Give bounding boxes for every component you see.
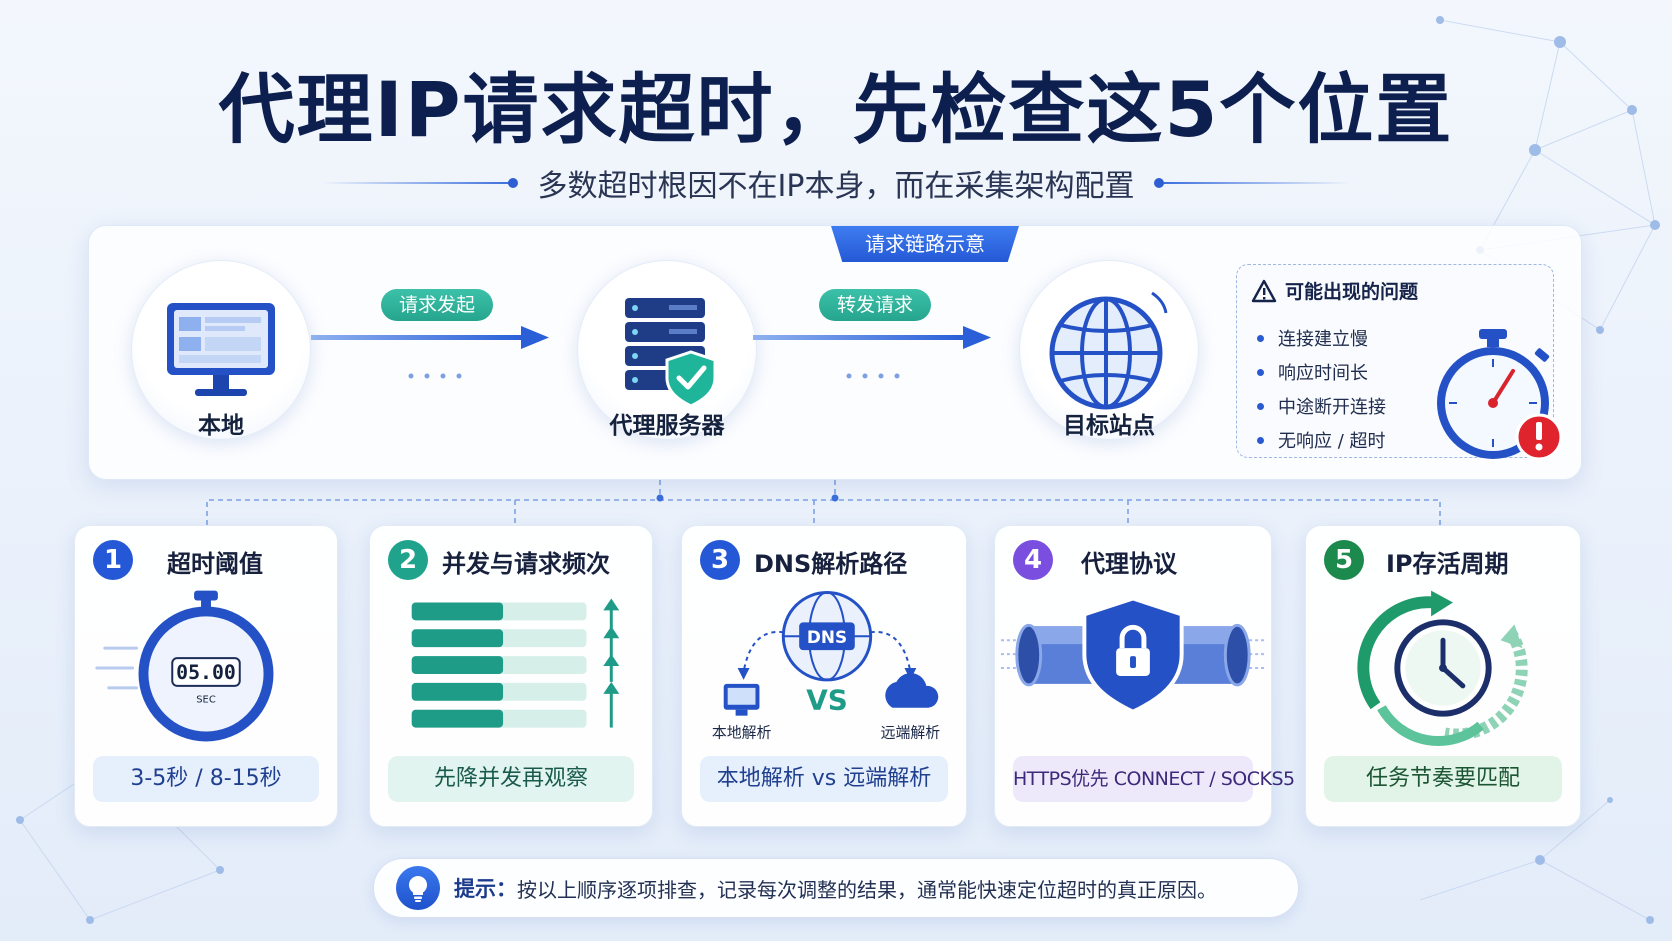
- issue-item: 响应时间长: [1257, 355, 1386, 389]
- card-number-badge: 2: [388, 540, 428, 580]
- warning-icon: [1251, 279, 1277, 302]
- arrow-forward-request: [753, 326, 991, 349]
- subtitle-row: 多数超时根因不在IP本身，而在采集架构配置: [0, 160, 1672, 206]
- page-subtitle: 多数超时根因不在IP本身，而在采集架构配置: [537, 169, 1135, 204]
- card-hint-pill: 任务节奏要匹配: [1324, 756, 1562, 802]
- card-title: 并发与请求频次: [442, 550, 610, 578]
- proxy-node: [577, 260, 757, 440]
- card-timeout-threshold: 1 超时阈值 05.00 SEC 3-5秒 / 8-15秒: [74, 525, 338, 827]
- dns-resolution-icon: DNS VS 本地解析 远端解析: [712, 591, 941, 742]
- dots-decor-1: [408, 373, 462, 379]
- possible-issues-list: 连接建立慢 响应时间长 中途断开连接 无响应 / 超时: [1257, 321, 1386, 457]
- issue-item: 连接建立慢: [1257, 321, 1386, 355]
- secure-tunnel-lock-icon: [1000, 596, 1266, 714]
- card-title: 代理协议: [1081, 550, 1177, 578]
- card-hint-pill: 先降并发再观察: [388, 756, 634, 802]
- card-dns-path: 3 DNS解析路径 DNS VS 本地解析 远端解析 本地解析 vs 远端解析: [681, 525, 967, 827]
- card-number-badge: 3: [700, 540, 740, 580]
- arrow-label-forward-request: 转发请求: [819, 289, 932, 321]
- request-bars-icon: [411, 598, 620, 728]
- server-shield-icon: [625, 298, 717, 408]
- stopwatch-alert-icon: [1437, 329, 1563, 461]
- card-number-badge: 1: [93, 540, 133, 580]
- card-hint-pill: HTTPS优先 CONNECT / SOCKS5: [1013, 756, 1295, 802]
- subtitle-decor-left: [321, 178, 518, 188]
- card-proxy-protocol: 4 代理协议 HTTPS优先 CONNECT / SOCKS5: [994, 525, 1295, 827]
- issue-item: 无响应 / 超时: [1257, 423, 1386, 457]
- card-hint-pill: 本地解析 vs 远端解析: [700, 756, 948, 802]
- card-title: DNS解析路径: [754, 550, 908, 578]
- proxy-node-label: 代理服务器: [609, 413, 725, 439]
- arrow-label-request-start: 请求发起: [381, 289, 494, 321]
- lightbulb-icon: [396, 866, 440, 910]
- stopwatch-display: 05.00: [176, 661, 236, 684]
- request-flow-panel: 请求链路示意 本地 请求发起: [88, 225, 1582, 480]
- card-number-badge: 5: [1324, 540, 1364, 580]
- card-title: 超时阈值: [167, 550, 263, 578]
- card-ip-lifetime: 5 IP存活周期 任务节奏要匹配: [1305, 525, 1581, 827]
- dots-decor-2: [846, 373, 900, 379]
- subtitle-decor-right: [1154, 178, 1351, 188]
- card-concurrency: 2 并发与请求频次 先降并发再观察: [369, 525, 653, 827]
- page-title: 代理IP请求超时，先检查这5个位置: [218, 65, 1454, 154]
- tip-text: 按以上顺序逐项排查，记录每次调整的结果，通常能快速定位超时的真正原因。: [517, 877, 1217, 902]
- dns-badge-label: DNS: [807, 627, 847, 647]
- tip-label: 提示：: [454, 877, 517, 901]
- cycle-clock-icon: [1357, 590, 1528, 746]
- possible-issues-header: 可能出现的问题: [1251, 277, 1418, 304]
- issue-item: 中途断开连接: [1257, 389, 1386, 423]
- stopwatch-unit: SEC: [196, 695, 216, 706]
- local-node: [131, 260, 311, 440]
- local-node-label: 本地: [198, 413, 244, 439]
- globe-icon: [1049, 291, 1168, 410]
- arrow-request-start: [311, 326, 549, 349]
- digital-stopwatch-icon: 05.00 SEC: [95, 590, 274, 742]
- tip-bar: 提示： 按以上顺序逐项排查，记录每次调整的结果，通常能快速定位超时的真正原因。: [373, 858, 1299, 918]
- vs-label: VS: [806, 684, 848, 717]
- flow-tab-label: 请求链路示意: [831, 226, 1019, 262]
- local-resolve-label: 本地解析: [712, 724, 772, 742]
- possible-issues-box: 可能出现的问题 连接建立慢 响应时间长 中途断开连接 无响应 / 超时: [1236, 264, 1563, 461]
- target-site-node: [1019, 260, 1199, 440]
- target-node-label: 目标站点: [1063, 413, 1155, 439]
- card-number-badge: 4: [1013, 540, 1053, 580]
- card-title: IP存活周期: [1386, 550, 1509, 578]
- card-hint-pill: 3-5秒 / 8-15秒: [93, 756, 319, 802]
- remote-resolve-label: 远端解析: [881, 724, 941, 742]
- possible-issues-title: 可能出现的问题: [1285, 281, 1419, 303]
- desktop-monitor-icon: [167, 303, 275, 396]
